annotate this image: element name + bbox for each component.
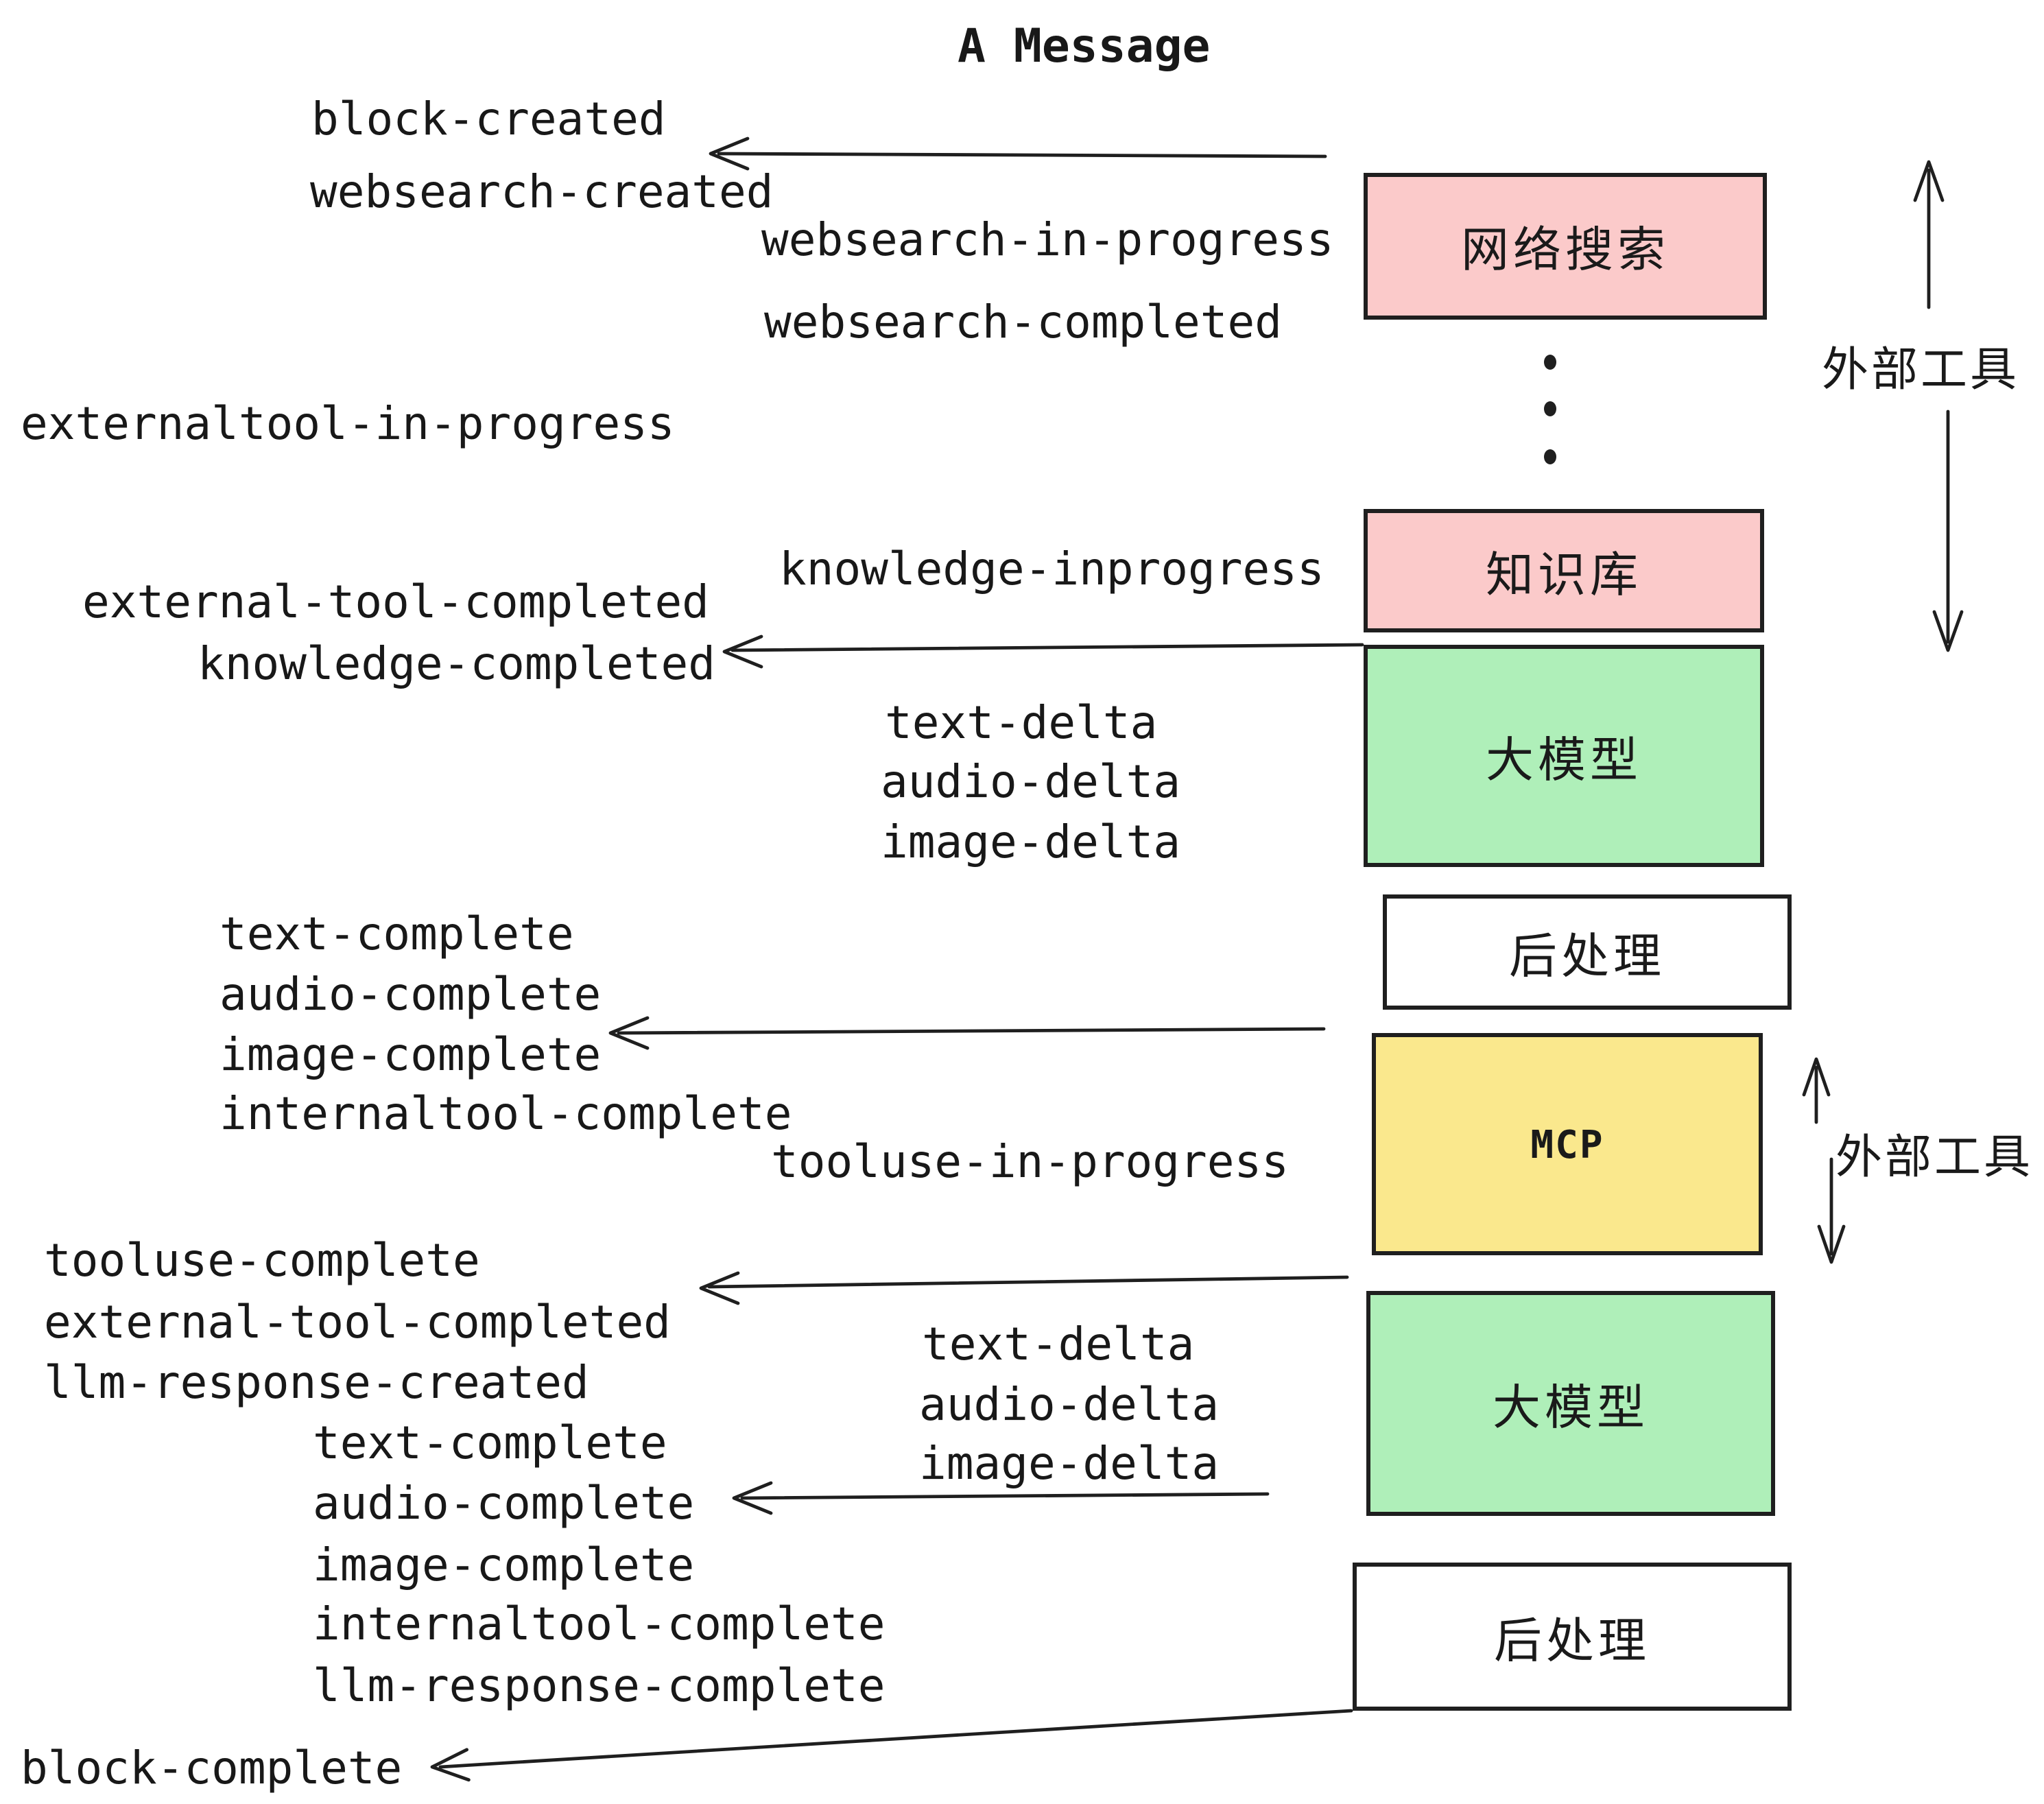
event-llm-response-complete: llm-response-complete xyxy=(313,1659,886,1712)
external-tools-mcp-label: 外部工具 xyxy=(1835,1132,2033,1184)
event-audio-delta-2: audio-delta xyxy=(919,1377,1220,1431)
event-llm-response-created: llm-response-created xyxy=(44,1355,589,1409)
event-websearch-in-progress: websearch-in-progress xyxy=(761,213,1334,266)
arrow-left-image-complete-icon xyxy=(608,1016,1326,1050)
event-image-complete-2: image-complete xyxy=(313,1538,695,1591)
box-postprocess-2: 后处理 xyxy=(1353,1563,1792,1711)
event-knowledge-inprogress: knowledge-inprogress xyxy=(779,542,1324,595)
event-tooluse-in-progress: tooluse-in-progress xyxy=(771,1135,1289,1188)
event-externaltool-in-progress: externaltool-in-progress xyxy=(21,396,675,450)
box-llm-2-label: 大模型 xyxy=(1492,1381,1649,1434)
event-knowledge-completed: knowledge-completed xyxy=(198,637,715,690)
event-internaltool-complete-2: internaltool-complete xyxy=(313,1597,886,1650)
arrow-up-external-tools-mcp-icon xyxy=(1802,1057,1831,1124)
arrow-up-external-tools-top-icon xyxy=(1913,160,1945,309)
event-websearch-created: websearch-created xyxy=(310,165,774,218)
arrow-left-knowledge-completed-icon xyxy=(722,634,1364,669)
box-websearch: 网络搜索 xyxy=(1364,173,1767,320)
event-block-created: block-created xyxy=(311,92,666,145)
box-knowledge-label: 知识库 xyxy=(1485,548,1642,602)
event-image-delta-1: image-delta xyxy=(881,815,1181,868)
box-knowledge: 知识库 xyxy=(1364,509,1764,632)
box-llm-2: 大模型 xyxy=(1366,1291,1775,1516)
box-websearch-label: 网络搜索 xyxy=(1460,224,1669,277)
box-postprocess-2-label: 后处理 xyxy=(1493,1614,1650,1667)
vertical-ellipsis-icon xyxy=(1544,355,1556,464)
box-mcp: MCP xyxy=(1372,1033,1763,1255)
event-image-complete-1: image-complete xyxy=(219,1028,602,1081)
box-llm-1-label: 大模型 xyxy=(1485,733,1642,787)
event-websearch-completed: websearch-completed xyxy=(764,295,1282,348)
event-external-tool-completed-2: external-tool-completed xyxy=(44,1295,671,1349)
arrow-left-block-complete-icon xyxy=(430,1709,1353,1782)
external-tools-top-label: 外部工具 xyxy=(1822,344,2019,396)
arrow-left-audio-complete-icon xyxy=(732,1481,1270,1515)
event-image-delta-2: image-delta xyxy=(919,1436,1220,1490)
event-audio-complete-1: audio-complete xyxy=(219,967,602,1021)
event-text-complete-1: text-complete xyxy=(219,907,574,960)
event-block-complete: block-complete xyxy=(21,1741,403,1794)
event-tooluse-complete: tooluse-complete xyxy=(44,1233,480,1287)
arrow-down-external-tools-mcp-icon xyxy=(1817,1157,1846,1264)
arrow-down-external-tools-top-icon xyxy=(1932,410,1964,652)
box-postprocess-1-label: 后处理 xyxy=(1508,929,1665,983)
arrow-left-tooluse-complete-icon xyxy=(699,1271,1349,1305)
event-internaltool-complete-1: internaltool-complete xyxy=(219,1087,792,1140)
box-postprocess-1: 后处理 xyxy=(1383,894,1792,1010)
event-external-tool-completed-1: external-tool-completed xyxy=(82,575,709,628)
page-title: A Message xyxy=(958,19,1211,74)
box-llm-1: 大模型 xyxy=(1364,645,1764,867)
event-audio-complete-2: audio-complete xyxy=(313,1476,695,1530)
box-mcp-label: MCP xyxy=(1530,1121,1604,1167)
event-audio-delta-1: audio-delta xyxy=(881,755,1181,808)
event-text-complete-2: text-complete xyxy=(313,1416,667,1469)
event-text-delta-2: text-delta xyxy=(922,1317,1195,1370)
event-text-delta-1: text-delta xyxy=(885,696,1158,749)
arrow-left-websearch-created-icon xyxy=(709,137,1327,171)
